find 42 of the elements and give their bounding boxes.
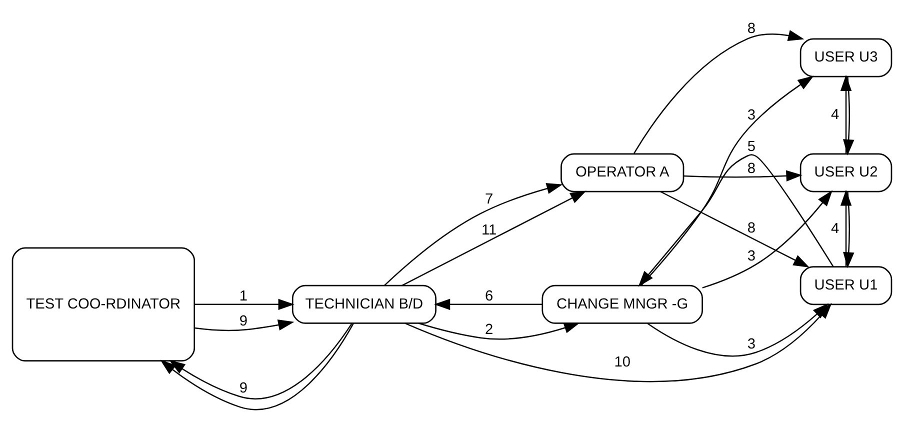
edge-label: 11 [482, 222, 497, 238]
edge-label: 5 [747, 138, 756, 154]
edge-label: 3 [747, 336, 756, 352]
arrow [160, 322, 354, 410]
edge-label: 9 [239, 380, 248, 396]
edge-label: 9 [239, 313, 248, 330]
node-box: TECHNICIAN B/D [292, 284, 436, 324]
arrow [840, 189, 852, 266]
node-box: OPERATOR A [560, 152, 684, 192]
arrow [702, 190, 832, 288]
edge-label: 7 [485, 190, 494, 207]
node-box: CHANGE MNGR -G [542, 284, 703, 324]
arrow [194, 298, 294, 310]
edge-label: 4 [830, 106, 840, 123]
edge-label: 8 [747, 20, 756, 36]
arrow [640, 75, 814, 286]
edge-label: 4 [830, 220, 840, 237]
arrow [434, 298, 542, 310]
edge-label: 8 [747, 220, 756, 236]
arrow [843, 191, 854, 268]
edge-label: 8 [747, 160, 756, 176]
node-box: USER U2 [800, 152, 892, 192]
node-box: TEST COO-RDINATOR [12, 246, 196, 362]
arrow [633, 30, 804, 154]
arrow [402, 190, 586, 286]
edge-label: 1 [239, 288, 248, 304]
arrow [843, 76, 854, 156]
edge-label: 3 [747, 248, 756, 264]
arrow [194, 318, 294, 331]
edge-label: 2 [485, 321, 494, 338]
arrow [418, 322, 580, 340]
arrow [684, 170, 802, 181]
edge-label: 6 [485, 288, 494, 304]
arrow [169, 322, 352, 399]
node-box: USER U1 [800, 266, 892, 305]
node-box: USER U3 [800, 38, 892, 77]
arrow [647, 302, 829, 356]
edge-label: 10 [614, 354, 630, 370]
arrow [384, 182, 563, 286]
edge-label: 3 [747, 107, 756, 124]
arrow [660, 190, 810, 268]
arrow [638, 154, 834, 286]
